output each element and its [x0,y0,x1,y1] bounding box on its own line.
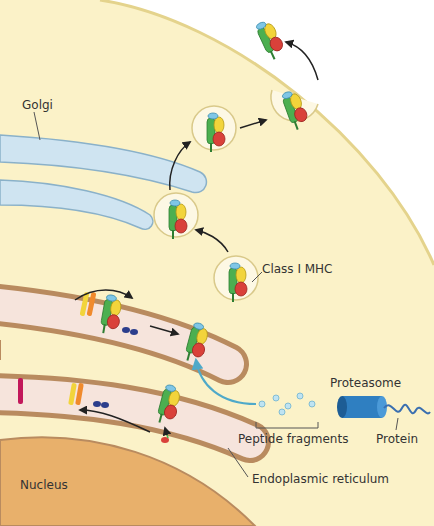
organelle-label: Endoplasmic reticulum [252,472,389,486]
flow-arrow [75,290,132,300]
organelle-label: Golgi [22,98,53,112]
er-membrane [0,394,250,442]
flow-arrow [80,410,150,432]
molecule-label: Class I MHC [262,262,333,276]
mhc-molecule [184,322,211,364]
mhc-molecule [169,200,187,239]
leader-line [396,418,398,430]
transport-arrow [196,360,256,404]
flow-arrow [170,142,190,190]
leader-line [228,448,248,477]
protein-chain [384,405,430,414]
leader-line [252,272,262,282]
flow-arrow [240,120,266,128]
flow-arrow [165,428,168,438]
molecule-label: Peptide fragments [238,432,348,446]
proteasome-symbol [337,396,387,418]
mhc-molecule [281,88,311,131]
flow-arrow [196,230,228,252]
molecule-label: Proteasome [330,376,401,390]
er-chaperones [18,292,169,443]
mhc-molecule [229,263,247,302]
leader-line [34,112,40,140]
mhc-molecule [156,384,183,426]
er-lumen [0,394,250,442]
flow-arrow [150,326,178,334]
flow-arrow [286,42,318,80]
mhc-molecule [254,18,287,61]
er-membrane [0,340,1,360]
organelle-label: Nucleus [20,478,68,492]
bracket [256,422,318,428]
peptide-fragments [259,393,315,415]
mhc-molecule [99,294,123,336]
mhc-molecule [207,113,225,152]
molecule-label: Protein [376,432,418,446]
golgi-cisterna [0,180,153,229]
